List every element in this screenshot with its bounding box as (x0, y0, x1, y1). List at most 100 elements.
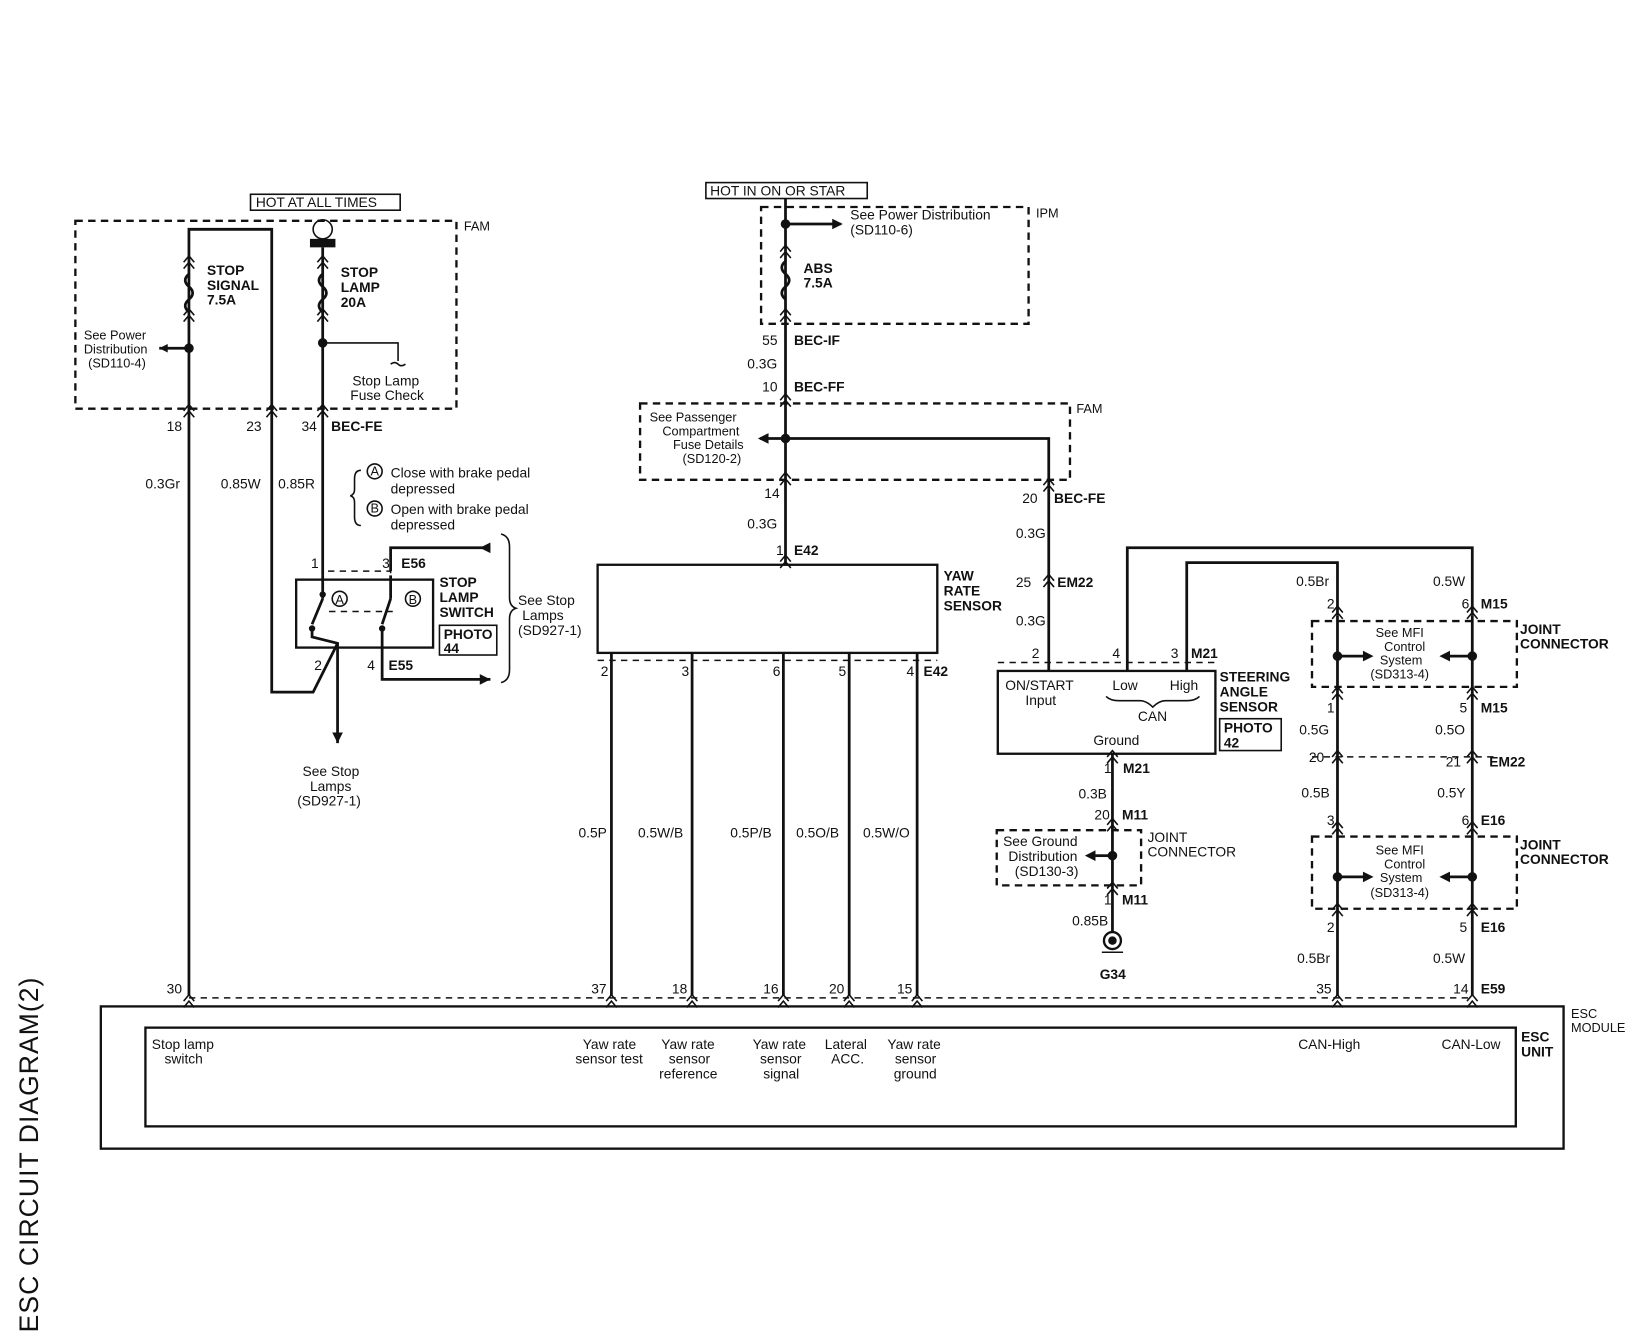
svg-text:Yaw rate: Yaw rate (753, 1037, 807, 1052)
svg-text:0.85B: 0.85B (1072, 914, 1108, 929)
battery-terminal-icon (312, 218, 334, 240)
svg-text:Yaw rate: Yaw rate (887, 1037, 941, 1052)
svg-text:LAMP: LAMP (341, 280, 380, 295)
svg-text:1: 1 (311, 556, 319, 571)
svg-text:20: 20 (829, 982, 845, 997)
svg-text:ground: ground (894, 1067, 937, 1082)
arrow-left-icon (757, 433, 769, 444)
svg-text:SIGNAL: SIGNAL (207, 278, 259, 293)
svg-text:Input: Input (1025, 693, 1056, 708)
svg-text:System: System (1380, 653, 1422, 668)
svg-text:See Stop: See Stop (303, 764, 360, 779)
svg-text:14: 14 (764, 486, 780, 501)
svg-text:M11: M11 (1122, 892, 1148, 907)
svg-text:M21: M21 (1123, 761, 1150, 776)
fuse-check-icon (390, 361, 406, 367)
svg-text:Open with brake pedal: Open with brake pedal (391, 502, 529, 517)
svg-text:2: 2 (1327, 920, 1335, 935)
svg-text:PHOTO: PHOTO (444, 627, 493, 642)
page-title: ESC CIRCUIT DIAGRAM(2) (14, 976, 44, 1332)
svg-text:3: 3 (1327, 813, 1335, 828)
svg-text:ANGLE: ANGLE (1220, 684, 1268, 699)
svg-text:sensor test: sensor test (575, 1052, 643, 1067)
svg-text:depressed: depressed (391, 482, 455, 497)
svg-text:0.85W: 0.85W (221, 476, 261, 491)
svg-text:0.85R: 0.85R (278, 476, 315, 491)
svg-text:2: 2 (601, 664, 609, 679)
arrow-right-icon (1362, 871, 1374, 883)
svg-text:(SD130-3): (SD130-3) (1015, 864, 1079, 879)
svg-text:7.5A: 7.5A (804, 276, 833, 291)
svg-text:23: 23 (246, 419, 262, 434)
svg-text:ESC: ESC (1521, 1029, 1549, 1044)
svg-text:HOT AT ALL TIMES: HOT AT ALL TIMES (256, 195, 377, 210)
svg-text:(SD927-1): (SD927-1) (518, 623, 582, 638)
svg-text:Yaw rate: Yaw rate (583, 1037, 637, 1052)
svg-text:JOINT: JOINT (1520, 837, 1561, 852)
svg-text:0.5W: 0.5W (1433, 951, 1465, 966)
svg-text:1: 1 (1104, 892, 1112, 907)
svg-text:4: 4 (907, 664, 915, 679)
svg-text:BEC-FE: BEC-FE (331, 419, 382, 434)
arrow-left-icon (1439, 871, 1450, 883)
svg-text:A: A (335, 592, 344, 607)
svg-text:E42: E42 (794, 543, 819, 558)
svg-text:Lamps: Lamps (522, 608, 564, 623)
svg-text:BEC-FF: BEC-FF (794, 380, 845, 395)
svg-text:CONNECTOR: CONNECTOR (1520, 852, 1609, 867)
svg-text:ON/START: ON/START (1005, 678, 1074, 693)
svg-text:E16: E16 (1481, 920, 1506, 935)
svg-text:M11: M11 (1122, 808, 1148, 823)
svg-text:SENSOR: SENSOR (944, 598, 1002, 613)
svg-text:2: 2 (1327, 596, 1335, 611)
svg-text:42: 42 (1224, 735, 1240, 750)
svg-text:37: 37 (591, 982, 606, 997)
arrow-right-icon (832, 218, 843, 230)
svg-text:Fuse Details: Fuse Details (673, 437, 744, 452)
svg-text:0.5Br: 0.5Br (1297, 951, 1330, 966)
svg-text:18: 18 (672, 982, 688, 997)
ground-icon (1102, 930, 1123, 951)
svg-text:switch: switch (165, 1052, 203, 1067)
fuse-stop-lamp-icon (317, 272, 328, 314)
svg-text:1: 1 (1104, 761, 1112, 776)
svg-text:See Stop: See Stop (518, 593, 575, 608)
svg-text:20: 20 (1309, 750, 1325, 765)
svg-text:0.3B: 0.3B (1078, 786, 1106, 801)
svg-text:CAN-Low: CAN-Low (1442, 1037, 1501, 1052)
svg-text:CAN-High: CAN-High (1298, 1037, 1360, 1052)
svg-text:0.5P/B: 0.5P/B (730, 826, 771, 841)
svg-text:0.5O: 0.5O (1435, 723, 1465, 738)
svg-text:signal: signal (763, 1067, 799, 1082)
esc-module: ESC MODULE ESC UNIT 30 37 18 16 20 15 35… (99, 982, 1625, 1150)
svg-text:3: 3 (681, 664, 689, 679)
svg-text:Distribution: Distribution (84, 342, 148, 357)
svg-text:Stop lamp: Stop lamp (152, 1037, 214, 1052)
svg-text:18: 18 (167, 419, 183, 434)
splice-dot (184, 343, 194, 353)
svg-text:4: 4 (1112, 646, 1120, 661)
svg-text:RATE: RATE (944, 584, 981, 599)
svg-text:6: 6 (1462, 813, 1470, 828)
svg-text:0.5G: 0.5G (1299, 723, 1329, 738)
svg-text:Ground: Ground (1093, 733, 1139, 748)
svg-text:E42: E42 (923, 664, 948, 679)
svg-text:M21: M21 (1191, 646, 1218, 661)
svg-text:G34: G34 (1100, 967, 1126, 982)
svg-text:JOINT: JOINT (1520, 622, 1561, 637)
can-joint-connectors: 0.5Br 0.5W 2 6 M15 JOINT CONNECTOR See M… (1296, 574, 1609, 996)
svg-text:2: 2 (314, 658, 322, 673)
svg-text:(SD120-2): (SD120-2) (683, 451, 742, 466)
svg-text:3: 3 (382, 556, 390, 571)
svg-text:Close with brake pedal: Close with brake pedal (391, 466, 531, 481)
svg-text:15: 15 (897, 982, 913, 997)
svg-text:1: 1 (1327, 700, 1335, 715)
svg-text:UNIT: UNIT (1521, 1044, 1554, 1059)
svg-text:E55: E55 (389, 658, 414, 673)
svg-text:ACC.: ACC. (831, 1052, 864, 1067)
arrow-right-icon (1362, 650, 1374, 662)
svg-text:See Passenger: See Passenger (650, 409, 738, 424)
svg-text:0.3G: 0.3G (747, 356, 777, 371)
svg-text:BEC-IF: BEC-IF (794, 333, 840, 348)
yaw-rate-sensor: 1 E42 YAW RATE SENSOR 2 3 6 5 4 E42 0.5P… (579, 543, 1002, 996)
